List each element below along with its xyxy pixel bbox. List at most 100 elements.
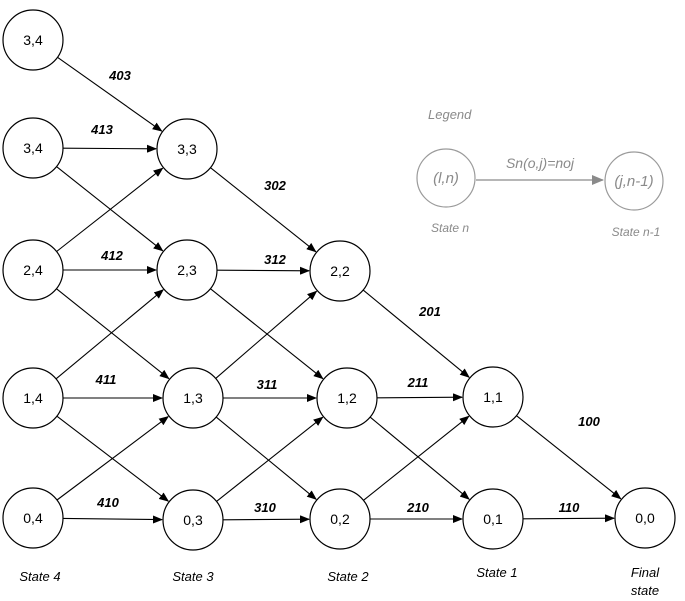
legend-source-node	[416, 148, 476, 208]
edge-label-413: 413	[90, 122, 113, 137]
node-n14: 1,4	[2, 367, 64, 429]
node-circle	[2, 9, 64, 71]
legend: Legend (l,n) (j,n-1) Sn(o,j)=noj State n…	[416, 107, 664, 239]
node-label: 2,4	[23, 262, 43, 278]
node-label: 2,2	[330, 263, 350, 279]
node-label: 1,3	[183, 390, 203, 406]
stage-labels: State 4 State 3 State 2 State 1 Final st…	[19, 565, 660, 598]
edge-label-412: 412	[100, 248, 123, 263]
node-n04: 0,4	[2, 487, 64, 549]
node-label: 0,4	[23, 510, 43, 526]
node-n13: 1,3	[162, 367, 224, 429]
edge-n11-n00	[516, 415, 622, 500]
stage-label-final-line1: Final	[631, 565, 660, 580]
node-circle	[162, 367, 224, 429]
node-circle	[2, 487, 64, 549]
stage-label-state3: State 3	[172, 569, 214, 584]
node-label: 1,1	[483, 389, 503, 405]
node-circle	[309, 488, 371, 550]
legend-title: Legend	[428, 107, 472, 122]
edge-n03-n12	[216, 416, 324, 502]
edge-n14-n23	[55, 289, 164, 380]
edge-label-312: 312	[264, 252, 286, 267]
node-n34a: 3,4	[2, 9, 64, 71]
node-n11: 1,1	[462, 366, 524, 428]
edge-label-310: 310	[254, 500, 276, 515]
edge-n23-n22	[216, 266, 310, 275]
nodes-layer: 3,4 3,4 2,4 1,4 0,4 3,3 2,3 1,3 0,3 2,2 1,2 0,2 1,1 0…	[2, 9, 676, 551]
edge-label-411: 411	[95, 372, 117, 387]
node-n22: 2,2	[309, 240, 371, 302]
node-n23: 2,3	[156, 239, 218, 301]
stage-label-state2: State 2	[327, 569, 369, 584]
node-n03: 0,3	[162, 489, 224, 551]
node-label: 2,3	[177, 262, 197, 278]
node-circle	[2, 239, 64, 301]
edge-n33-n22	[210, 167, 317, 253]
edge-n34b-n23	[56, 166, 164, 252]
edge-n03-n02	[222, 515, 310, 524]
legend-source-node-label: (l,n)	[433, 170, 459, 187]
node-circle	[156, 239, 218, 301]
edge-n12-n11	[376, 393, 463, 402]
node-n12: 1,2	[316, 367, 378, 429]
edge-label-302: 302	[264, 178, 286, 193]
edge-label-211: 211	[407, 375, 429, 390]
node-n34b: 3,4	[2, 117, 64, 179]
edge-n22-n11	[362, 289, 470, 378]
edge-labels-layer: 403 413 412 411 410 302 312 311 310 201 211 210 100 1…	[90, 68, 600, 515]
node-circle	[162, 489, 224, 551]
node-label: 3,4	[23, 140, 43, 156]
edge-label-201: 201	[418, 304, 441, 319]
legend-target-node	[604, 151, 664, 211]
node-label: 1,4	[23, 390, 43, 406]
edge-label-110: 110	[559, 500, 580, 515]
node-n24: 2,4	[2, 239, 64, 301]
edge-n02-n11	[363, 415, 470, 501]
node-n01: 0,1	[462, 488, 524, 550]
node-circle	[316, 367, 378, 429]
node-circle	[462, 488, 524, 550]
stage-label-state4: State 4	[19, 569, 60, 584]
node-n02: 0,2	[309, 488, 371, 550]
legend-source-state: State n	[431, 221, 469, 235]
node-label: 3,4	[23, 32, 43, 48]
stage-label-state1: State 1	[476, 565, 517, 580]
node-n33: 3,3	[156, 118, 218, 180]
edge-label-311: 311	[257, 377, 278, 392]
legend-target-node-label: (j,n-1)	[614, 173, 653, 190]
edge-n12-n01	[369, 416, 470, 500]
edge-n34b-n33	[62, 144, 157, 153]
edge-n13-n02	[215, 416, 317, 500]
node-circle	[2, 117, 64, 179]
edge-n01-n00	[522, 514, 615, 523]
legend-edge-label: Sn(o,j)=noj	[506, 155, 575, 171]
edge-n24-n13	[56, 288, 170, 380]
stage-label-final-line2: state	[631, 583, 659, 598]
node-circle	[2, 367, 64, 429]
node-n00: 0,0	[614, 487, 676, 549]
node-circle	[156, 118, 218, 180]
edges-layer	[55, 56, 622, 524]
node-circle	[309, 240, 371, 302]
node-label: 1,2	[337, 390, 357, 406]
edge-label-100: 100	[578, 414, 600, 429]
edge-n23-n12	[210, 288, 324, 380]
edge-label-403: 403	[108, 68, 131, 83]
edge-n04-n13	[56, 416, 169, 501]
edge-n04-n03	[62, 515, 163, 524]
edge-label-210: 210	[406, 500, 429, 515]
edge-label-410: 410	[96, 495, 119, 510]
node-label: 0,0	[635, 510, 655, 526]
node-label: 3,3	[177, 141, 197, 157]
node-label: 0,1	[483, 511, 503, 527]
edge-n34a-n33	[57, 56, 163, 132]
node-label: 0,2	[330, 511, 350, 527]
node-circle	[614, 487, 676, 549]
edge-n13-n22	[215, 290, 318, 379]
node-circle	[462, 366, 524, 428]
node-label: 0,3	[183, 512, 203, 528]
edge-n24-n33	[56, 167, 164, 252]
legend-target-state: State n-1	[612, 225, 661, 239]
